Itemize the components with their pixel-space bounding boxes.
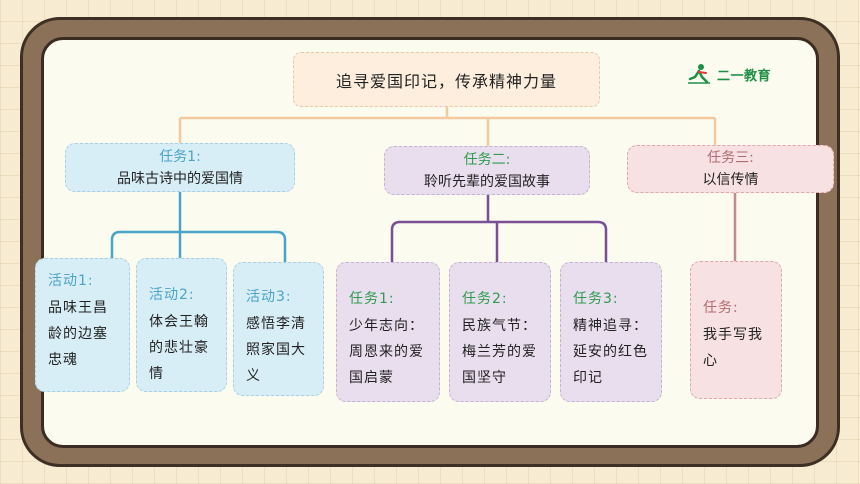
activity-node-2-text: 体会王翰的悲壮豪情	[149, 314, 209, 382]
activity-node-2-label: 活动2:	[149, 287, 195, 303]
subtask-node-2-label: 任务2:	[462, 291, 508, 307]
task-node-3: 任务三: 以信传情	[627, 145, 834, 193]
top-connectors	[178, 107, 717, 146]
task-node-1: 任务1: 品味古诗中的爱国情	[65, 143, 295, 192]
subtask-node-1-text: 少年志向：周恩来的爱国启蒙	[349, 318, 424, 386]
activity-node-1-text: 品味王昌龄的边塞忠魂	[48, 300, 108, 368]
writing-node: 任务: 我手写我心	[690, 261, 782, 399]
task-node-3-label: 任务三:	[707, 150, 754, 166]
activity-node-1: 活动1: 品味王昌龄的边塞忠魂	[35, 258, 130, 392]
activity-node-3: 活动3: 感悟李清照家国大义	[233, 262, 324, 396]
activity-node-3-text: 感悟李清照家国大义	[246, 316, 306, 384]
brand-name: 二一教育	[717, 68, 772, 84]
task-node-2: 任务二: 聆听先辈的爱国故事	[384, 146, 590, 195]
purple-connectors	[390, 195, 608, 262]
subtask-node-2-text: 民族气节：梅兰芳的爱国坚守	[462, 318, 537, 386]
diagram-title: 追寻爱国印记，传承精神力量	[293, 52, 600, 107]
writing-node-text: 我手写我心	[703, 327, 763, 369]
running-figure-icon	[688, 64, 710, 84]
writing-node-label: 任务:	[703, 300, 739, 316]
subtask-node-3-text: 精神追寻：延安的红色印记	[573, 318, 648, 386]
task-node-3-text: 以信传情	[702, 172, 759, 188]
subtask-node-2: 任务2: 民族气节：梅兰芳的爱国坚守	[449, 262, 551, 402]
task-node-1-label: 任务1:	[159, 148, 201, 165]
subtask-node-1-label: 任务1:	[349, 291, 395, 307]
task-node-1-text: 品味古诗中的爱国情	[117, 170, 243, 187]
blue-connectors	[110, 192, 287, 262]
activity-node-1-label: 活动1:	[48, 273, 94, 289]
subtask-node-1: 任务1: 少年志向：周恩来的爱国启蒙	[336, 262, 440, 402]
task-node-2-text: 聆听先辈的爱国故事	[424, 173, 550, 190]
brand-logo: 二一教育	[686, 62, 786, 86]
subtask-node-3-label: 任务3:	[573, 291, 619, 307]
activity-node-2: 活动2: 体会王翰的悲壮豪情	[136, 258, 227, 392]
subtask-node-3: 任务3: 精神追寻：延安的红色印记	[560, 262, 662, 402]
task-node-2-label: 任务二:	[463, 151, 511, 168]
activity-node-3-label: 活动3:	[246, 289, 292, 305]
